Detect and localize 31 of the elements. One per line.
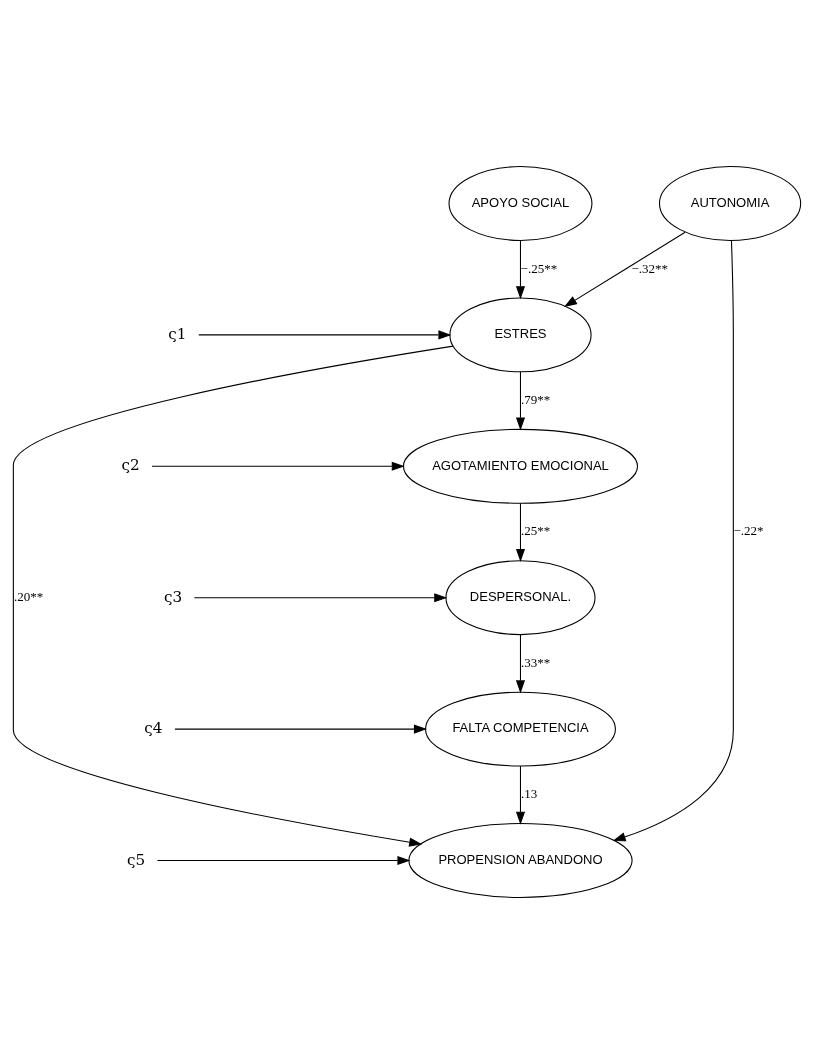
node-ellipse: DESPERSONAL. (444, 559, 596, 635)
node-ellipse: AGOTAMIENTO EMOCIONAL (402, 428, 638, 504)
node-text: ς1 (167, 324, 186, 343)
arrow (156, 855, 410, 865)
edge-label: −.32** (630, 260, 668, 276)
edge-label: .33** (520, 654, 550, 670)
arrow (515, 370, 525, 431)
node-text: ς5 (126, 850, 145, 869)
arrow (612, 239, 734, 841)
edge-label: −.22* (732, 522, 764, 538)
arrow (173, 724, 427, 734)
node-ellipse: FALTA COMPETENCIA (424, 691, 616, 767)
edge-label: .25** (520, 522, 550, 538)
arrow (150, 461, 405, 471)
edge-label: .13 (520, 785, 537, 801)
node-text: ς2 (121, 455, 140, 474)
node-text: ς3 (163, 587, 182, 606)
node-ellipse: AUTONOMIA (658, 165, 801, 241)
node-text: ς4 (143, 718, 163, 737)
edge-label: .79** (520, 391, 550, 407)
arrow (515, 633, 525, 693)
arrow (515, 239, 525, 299)
edge-label: −.25** (520, 260, 557, 276)
arrow (515, 502, 525, 562)
arrow (563, 231, 686, 307)
arrow (12, 345, 454, 847)
arrow (515, 765, 525, 825)
edge-label: .20** (13, 588, 43, 604)
arrow (197, 329, 451, 339)
arrow (193, 592, 447, 602)
node-ellipse: APOYO SOCIAL (448, 165, 592, 241)
